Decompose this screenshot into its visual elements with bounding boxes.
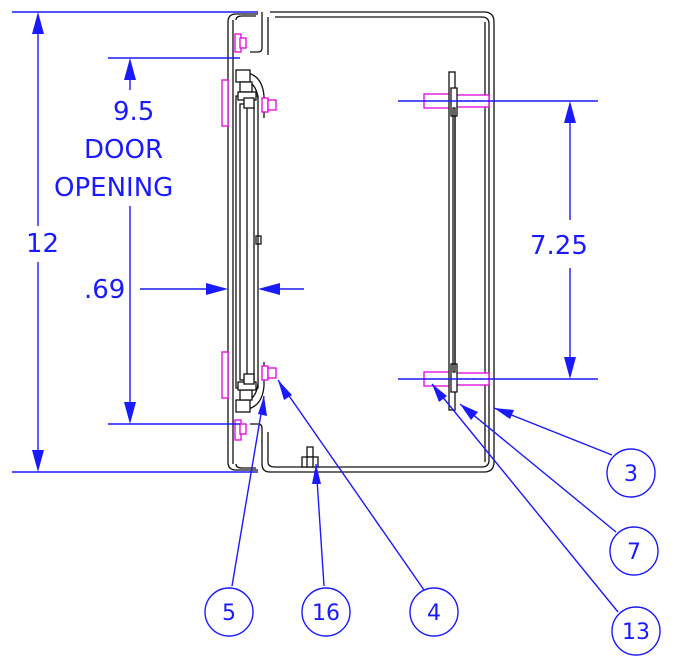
- dim-overall-height: 12: [12, 11, 258, 473]
- balloon-7-label: 7: [627, 540, 641, 565]
- door-opening-value: 9.5: [113, 97, 154, 127]
- balloon-leaders: [231, 379, 619, 613]
- door-opening-line2: OPENING: [54, 173, 173, 203]
- balloon-3-label: 3: [624, 462, 638, 487]
- balloon-5-label: 5: [222, 601, 236, 626]
- balloon-5: 5: [204, 587, 254, 637]
- balloon-4-label: 4: [427, 601, 441, 626]
- balloon-16-label: 16: [312, 601, 340, 626]
- panel-mount-spacing-label: 7.25: [530, 231, 588, 261]
- balloon-13-label: 13: [622, 620, 650, 645]
- balloon-16: 16: [301, 587, 351, 637]
- door-opening-line1: DOOR: [84, 135, 163, 165]
- dim-panel-mount-spacing: 7.25: [398, 100, 598, 380]
- mounting-panel: [448, 71, 458, 411]
- door: [227, 13, 265, 471]
- balloon-13: 13: [611, 606, 661, 656]
- dim-depth: .69: [84, 275, 304, 305]
- depth-label: .69: [84, 275, 125, 305]
- balloon-4: 4: [409, 587, 459, 637]
- enclosure-body: [250, 11, 495, 473]
- dim-door-opening: 9.5 DOOR OPENING: [54, 57, 240, 425]
- overall-height-label: 12: [26, 229, 59, 259]
- bottom-drain: [301, 446, 319, 468]
- balloon-7: 7: [609, 526, 659, 576]
- balloon-3: 3: [606, 448, 656, 498]
